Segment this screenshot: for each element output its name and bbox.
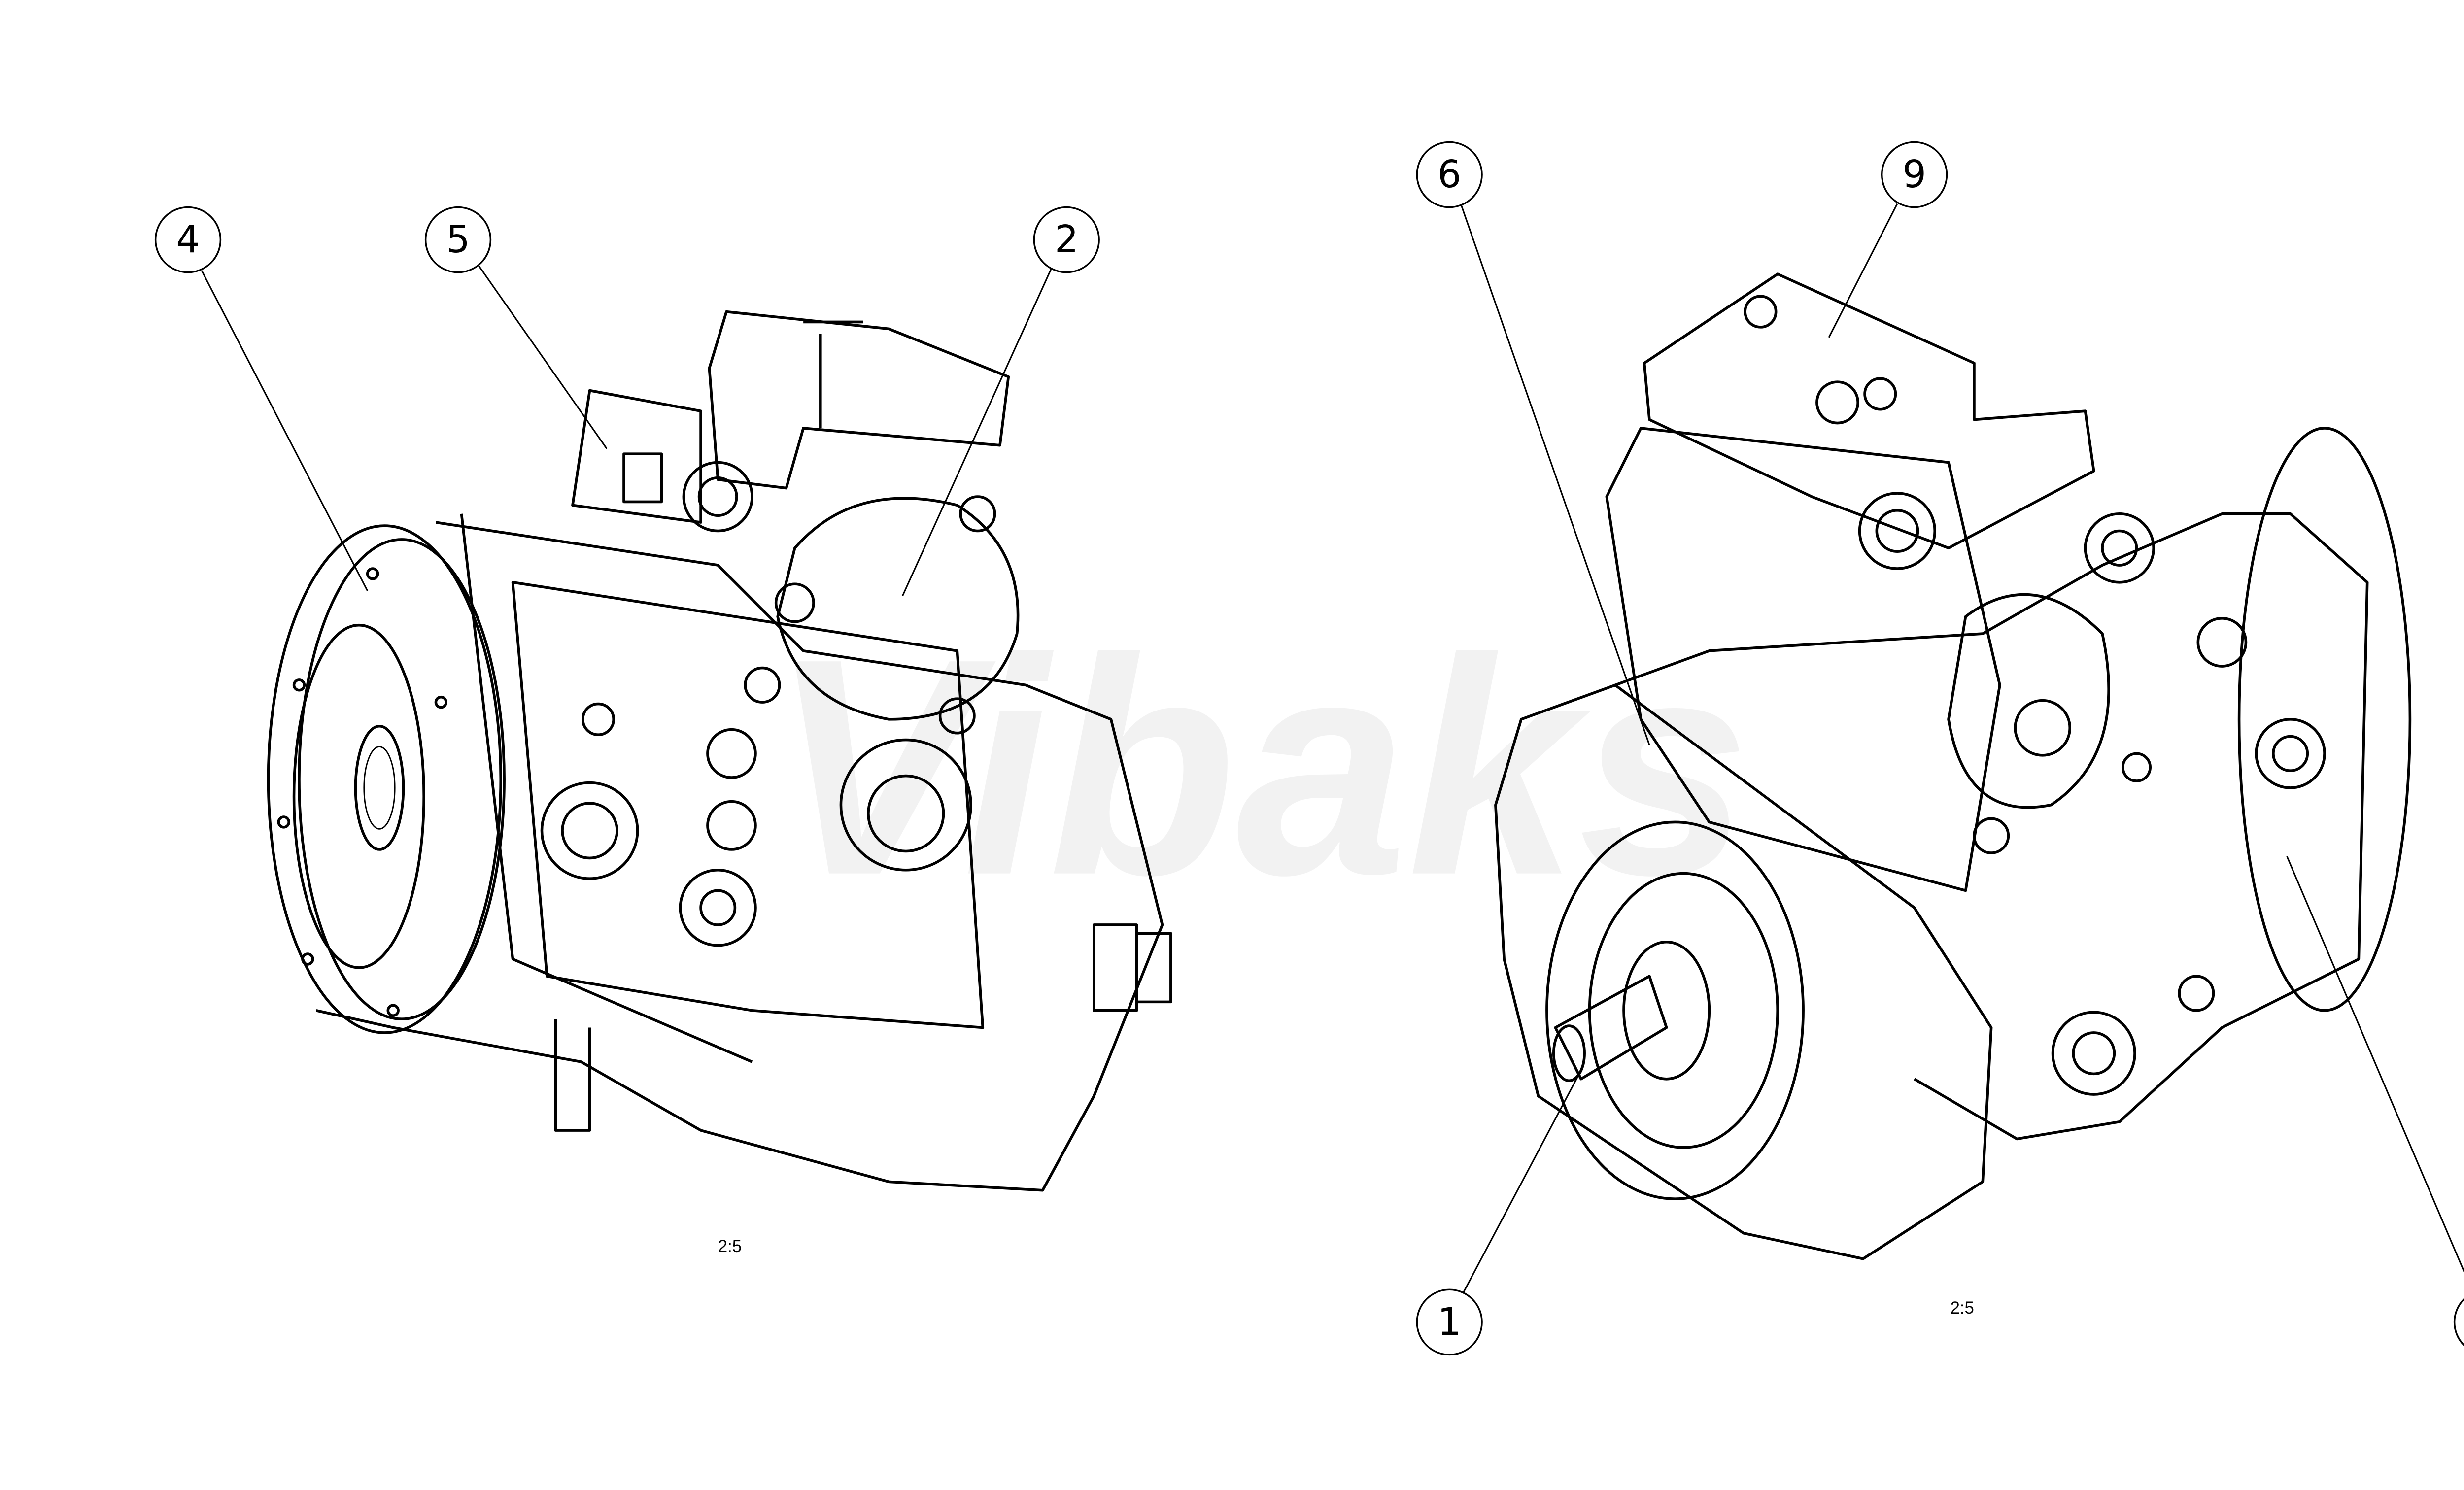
- callout-2[interactable]: 2: [901, 206, 1100, 597]
- callout-3[interactable]: 3: [2286, 856, 2464, 1355]
- housing-right: [1614, 512, 2369, 1141]
- cover-left: [776, 497, 1020, 721]
- scale-label-right: 2:5: [1951, 1299, 1974, 1318]
- flange-right: [1494, 683, 1993, 1260]
- svg-text:1: 1: [1437, 1300, 1462, 1344]
- callout-5[interactable]: 5: [424, 206, 608, 449]
- control-block-left: [708, 310, 1010, 490]
- svg-text:6: 6: [1437, 153, 1462, 197]
- callout-1[interactable]: 1: [1416, 1070, 1582, 1356]
- housing-left: [316, 513, 1164, 1192]
- left-pump-view: [267, 310, 1172, 1192]
- scale-label-left: 2:5: [718, 1237, 742, 1256]
- control-block-right: [1643, 272, 2095, 550]
- flange-left: [267, 524, 506, 1034]
- svg-text:9: 9: [1902, 153, 1926, 197]
- callout-9[interactable]: 9: [1828, 141, 1948, 338]
- callout-6[interactable]: 6: [1416, 141, 1650, 745]
- svg-text:2: 2: [1055, 218, 1079, 262]
- callout-4[interactable]: 4: [154, 206, 369, 591]
- svg-text:5: 5: [446, 218, 470, 262]
- shaft-right: [1554, 975, 1668, 1081]
- svg-text:4: 4: [176, 218, 200, 262]
- right-pump-view: [1494, 272, 2412, 1260]
- watermark: Vibaks: [769, 595, 1750, 939]
